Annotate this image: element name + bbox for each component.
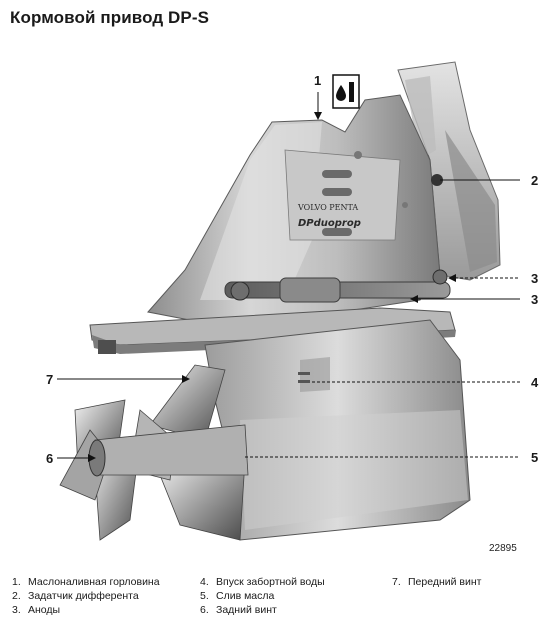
svg-text:2: 2 (531, 173, 538, 188)
callout-4: 4 (312, 375, 539, 390)
svg-text:3: 3 (531, 292, 538, 307)
sterndrive-illustration: VOLVO PENTA DPduoprop (46, 61, 539, 541)
figure-number: 22895 (489, 543, 517, 554)
legend-item: 3.Аноды (12, 604, 61, 616)
legend-item: 6.Задний винт (200, 604, 277, 616)
legend-item: 5.Слив масла (200, 590, 275, 602)
svg-text:5: 5 (531, 450, 538, 465)
legend-item: 7.Передний винт (392, 576, 482, 588)
callout-2: 2 (440, 173, 538, 188)
svg-text:1: 1 (314, 73, 321, 88)
svg-text:4: 4 (531, 375, 539, 390)
legend-column-2: 4.Впуск забортной воды 5.Слив масла 6.За… (200, 575, 325, 617)
svg-text:7: 7 (46, 372, 53, 387)
callout-5: 5 (245, 450, 538, 465)
svg-text:6: 6 (46, 451, 53, 466)
callout-3-upper: 3 (448, 271, 538, 286)
legend-column-3: 7.Передний винт (392, 575, 481, 589)
callout-1: 1 (314, 73, 322, 120)
legend-item: 1.Маслоналивная горловина (12, 576, 160, 588)
drive-rear-housing (397, 61, 501, 281)
callout-7: 7 (46, 372, 190, 387)
propeller-hub (88, 424, 249, 477)
callout-3-lower: 3 (410, 292, 538, 307)
trim-cylinder (224, 269, 451, 303)
oil-fill-icon (332, 74, 360, 109)
legend-item: 2.Задатчик дифферента (12, 590, 139, 602)
page-title: Кормовой привод DP-S (10, 8, 210, 27)
lower-leg (204, 319, 471, 541)
svg-text:3: 3 (531, 271, 538, 286)
upper-gear-housing (147, 94, 443, 323)
callout-6: 6 (46, 451, 96, 466)
legend-item: 4.Впуск забортной воды (200, 576, 325, 588)
legend-column-1: 1.Маслоналивная горловина 2.Задатчик диф… (12, 575, 160, 617)
brand-label: VOLVO PENTA (297, 203, 358, 212)
model-label: DPduoprop (298, 218, 361, 229)
